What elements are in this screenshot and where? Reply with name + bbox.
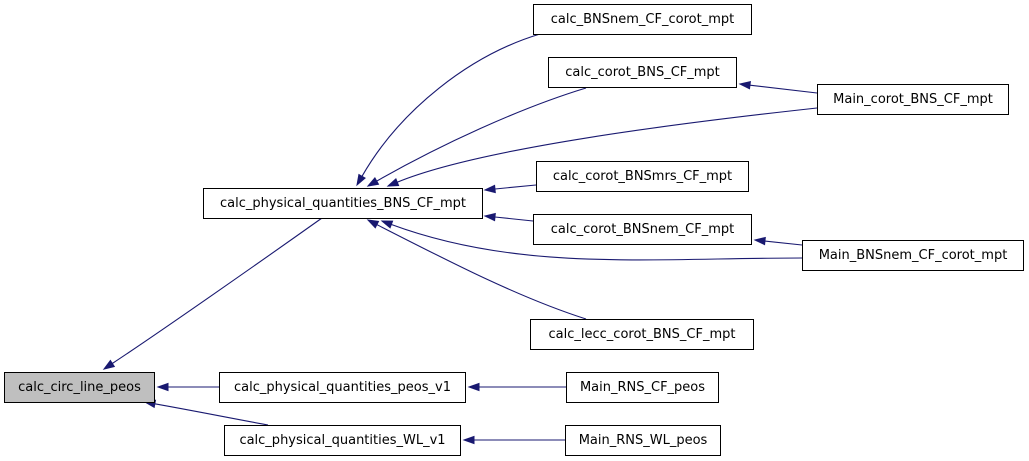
node-label: Main_RNS_WL_peos: [579, 433, 708, 448]
node-label: calc_circ_line_peos: [18, 380, 141, 395]
edge-line: [764, 240, 803, 246]
edge-main-bnsnem-cf-corot-mpt-to-calc-physical-quantities-bns-cf-mpt: [380, 220, 803, 261]
node-calc-corot-bnsmrs-cf-mpt[interactable]: calc_corot_BNSmrs_CF_mpt: [536, 161, 749, 192]
arrowhead-icon: [366, 177, 380, 187]
node-label: calc_corot_BNSnem_CF_mpt: [551, 222, 734, 237]
arrowhead-icon: [467, 382, 480, 392]
edge-main-rns-cf-peos-to-calc-physical-quantities-peos-v1: [467, 382, 566, 392]
arrowhead-icon: [483, 184, 496, 194]
arrowhead-icon: [102, 359, 116, 370]
edge-calc-physical-quantities-peos-v1-to-calc-circ-line-peos: [156, 382, 219, 392]
node-main-bnsnem-cf-corot-mpt[interactable]: Main_BNSnem_CF_corot_mpt: [802, 240, 1024, 271]
edge-main-corot-bns-cf-mpt-to-calc-physical-quantities-bns-cf-mpt: [386, 107, 818, 187]
edge-line: [396, 107, 818, 183]
edge-line: [111, 217, 323, 364]
arrowhead-icon: [366, 219, 380, 229]
arrowhead-icon: [738, 80, 751, 90]
node-calc-lecc-corot-bns-cf-mpt[interactable]: calc_lecc_corot_BNS_CF_mpt: [530, 319, 754, 350]
edge-line: [494, 184, 537, 190]
arrowhead-icon: [462, 435, 475, 445]
edge-main-bnsnem-cf-corot-mpt-to-calc-corot-bnsnem-cf-mpt: [753, 236, 803, 246]
edge-line: [361, 33, 541, 177]
node-main-corot-bns-cf-mpt[interactable]: Main_corot_BNS_CF_mpt: [817, 84, 1009, 115]
edge-line: [154, 403, 269, 426]
node-calc-physical-quantities-peos-v1[interactable]: calc_physical_quantities_peos_v1: [219, 372, 466, 403]
arrowhead-icon: [380, 220, 394, 229]
node-main-rns-cf-peos[interactable]: Main_RNS_CF_peos: [566, 372, 719, 403]
node-calc-circ-line-peos[interactable]: calc_circ_line_peos: [4, 372, 155, 403]
node-calc-corot-bnsnem-cf-mpt[interactable]: calc_corot_BNSnem_CF_mpt: [533, 214, 752, 245]
node-label: Main_RNS_CF_peos: [580, 380, 705, 395]
edge-main-corot-bns-cf-mpt-to-calc-corot-bns-cf-mpt: [738, 80, 818, 94]
node-label: calc_physical_quantities_peos_v1: [234, 380, 451, 395]
edge-line: [391, 223, 803, 261]
node-calc-bnsnem-cf-corot-mpt[interactable]: calc_BNSnem_CF_corot_mpt: [533, 4, 752, 35]
edge-layer: [102, 33, 818, 445]
node-label: calc_corot_BNSmrs_CF_mpt: [553, 169, 732, 184]
edge-line: [749, 84, 818, 94]
node-calc-physical-quantities-wl-v1[interactable]: calc_physical_quantities_WL_v1: [224, 425, 461, 456]
node-label: calc_corot_BNS_CF_mpt: [565, 65, 720, 80]
node-calc-corot-bns-cf-mpt[interactable]: calc_corot_BNS_CF_mpt: [548, 57, 737, 88]
edge-line: [494, 216, 534, 222]
arrowhead-icon: [483, 212, 496, 222]
node-calc-physical-quantities-bns-cf-mpt[interactable]: calc_physical_quantities_BNS_CF_mpt: [203, 188, 483, 219]
node-label: calc_physical_quantities_WL_v1: [239, 433, 445, 448]
edge-line: [376, 224, 587, 320]
edge-line: [376, 87, 587, 182]
arrowhead-icon: [156, 382, 169, 392]
node-label: Main_corot_BNS_CF_mpt: [833, 92, 993, 107]
edge-calc-lecc-corot-bns-cf-mpt-to-calc-physical-quantities-bns-cf-mpt: [366, 219, 587, 320]
edge-calc-corot-bnsmrs-cf-mpt-to-calc-physical-quantities-bns-cf-mpt: [483, 184, 537, 194]
edge-calc-bnsnem-cf-corot-mpt-to-calc-physical-quantities-bns-cf-mpt: [356, 33, 541, 187]
arrowhead-icon: [356, 173, 366, 187]
edge-calc-corot-bnsnem-cf-mpt-to-calc-physical-quantities-bns-cf-mpt: [483, 212, 534, 222]
node-layer: calc_circ_line_peos calc_physical_quanti…: [4, 4, 1024, 456]
edge-calc-physical-quantities-wl-v1-to-calc-circ-line-peos: [143, 399, 269, 426]
edge-calc-physical-quantities-bns-cf-mpt-to-calc-circ-line-peos: [102, 217, 323, 370]
arrowhead-icon: [753, 236, 766, 246]
node-label: Main_BNSnem_CF_corot_mpt: [819, 248, 1008, 263]
node-label: calc_lecc_corot_BNS_CF_mpt: [549, 327, 736, 342]
edge-calc-corot-bns-cf-mpt-to-calc-physical-quantities-bns-cf-mpt: [366, 87, 587, 187]
node-label: calc_physical_quantities_BNS_CF_mpt: [220, 196, 466, 211]
arrowhead-icon: [386, 178, 400, 187]
node-main-rns-wl-peos[interactable]: Main_RNS_WL_peos: [565, 425, 721, 456]
node-label: calc_BNSnem_CF_corot_mpt: [551, 12, 734, 27]
edge-main-rns-wl-peos-to-calc-physical-quantities-wl-v1: [462, 435, 565, 445]
